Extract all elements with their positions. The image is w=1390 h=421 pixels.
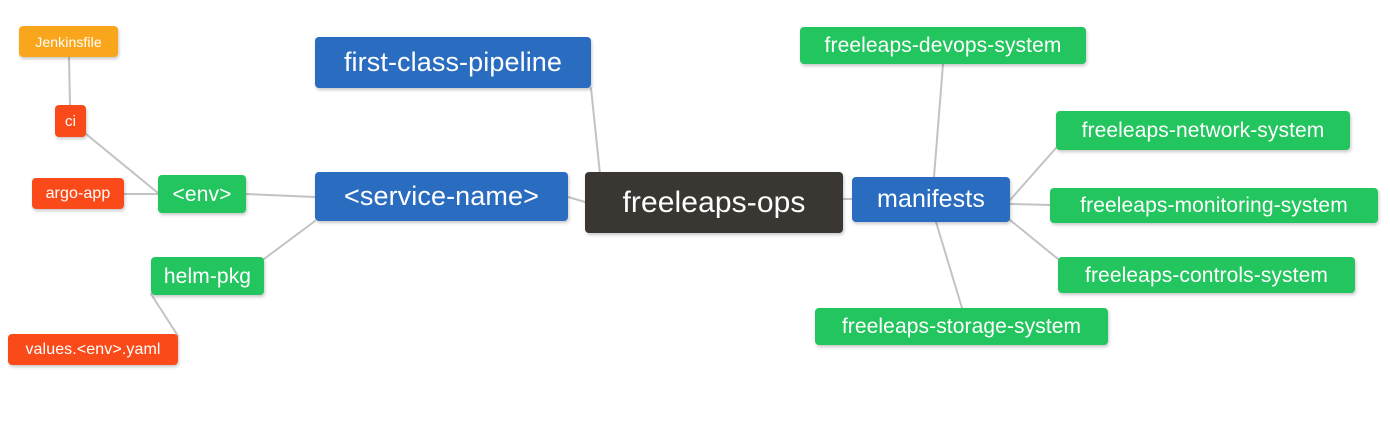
node-label: freeleaps-monitoring-system [1080,194,1348,217]
node-argoapp[interactable]: argo-app [32,178,124,209]
edge-service-to-helm [263,220,316,260]
node-root[interactable]: freeleaps-ops [585,172,843,233]
node-label: Jenkinsfile [35,33,102,50]
node-monitoring[interactable]: freeleaps-monitoring-system [1050,188,1378,223]
edge-service-to-env [245,193,316,198]
edge-root-to-service [567,196,586,203]
node-label: freeleaps-storage-system [841,315,1082,338]
node-label: <env> [172,182,232,206]
node-label: freeleaps-ops [622,185,806,219]
node-label: helm-pkg [163,264,252,288]
node-values[interactable]: values.<env>.yaml [8,334,178,365]
node-helm[interactable]: helm-pkg [151,257,264,295]
node-label: values.<env>.yaml [25,340,161,358]
node-label: freeleaps-controls-system [1085,263,1328,287]
edge-service-to-pipeline [590,87,601,175]
node-pipeline[interactable]: first-class-pipeline [315,37,591,88]
edge-manifests-to-monitoring [1009,203,1051,206]
edge-manifests-to-controls [1009,219,1059,260]
node-label: manifests [877,185,985,213]
node-env[interactable]: <env> [158,175,246,213]
edge-ci-to-jenkinsfile [68,56,71,106]
node-label: <service-name> [344,181,539,211]
node-label: freeleaps-devops-system [824,34,1062,57]
node-service[interactable]: <service-name> [315,172,568,221]
node-network[interactable]: freeleaps-network-system [1056,111,1350,150]
node-storage[interactable]: freeleaps-storage-system [815,308,1108,345]
edge-manifests-to-devops [933,63,944,178]
node-jenkinsfile[interactable]: Jenkinsfile [19,26,118,57]
node-controls[interactable]: freeleaps-controls-system [1058,257,1355,293]
node-devops[interactable]: freeleaps-devops-system [800,27,1086,64]
edge-helm-to-values [150,293,179,337]
node-ci[interactable]: ci [55,105,86,137]
node-label: first-class-pipeline [343,47,563,77]
edge-manifests-to-storage [935,221,963,309]
node-label: argo-app [45,184,111,202]
node-label: ci [64,112,77,130]
node-manifests[interactable]: manifests [852,177,1010,222]
node-label: freeleaps-network-system [1081,119,1325,142]
